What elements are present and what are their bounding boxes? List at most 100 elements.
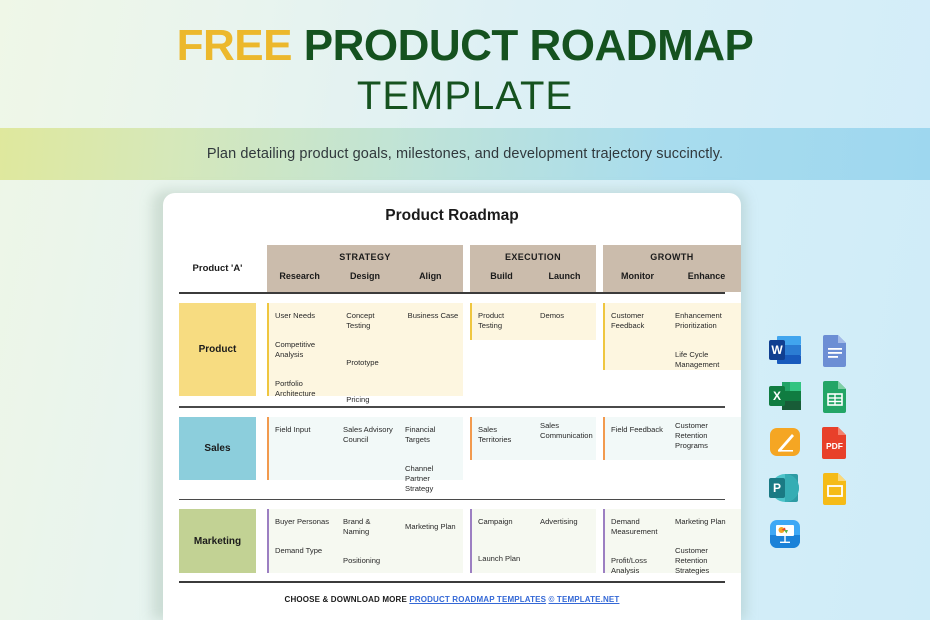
cell-item: Product Testing [478,311,505,331]
column-header: Build [490,271,513,281]
title-template-word: TEMPLATE [356,74,574,118]
cell-item: Campaign [478,517,513,527]
table-cell: Sales Territories [472,417,534,460]
apple-pages-icon[interactable] [768,425,802,459]
cell-item: Sales Advisory Council [343,424,393,444]
google-slides-icon[interactable] [818,471,852,505]
table-cell: Marketing Plan [399,509,461,573]
row-divider [179,406,725,408]
header-section-execution: EXECUTION Build Launch [470,245,596,292]
table-cell: Buyer Personas Demand Type [269,509,337,573]
cell-item: Portfolio Architecture [275,379,316,399]
table-cell: Product Testing [472,303,534,340]
cell-item: Customer Retention Programs [675,420,708,450]
table-cell: Financial Targets Channel Partner Strate… [399,417,461,493]
cell-item: Sales Communication [540,420,593,440]
table-row-sales: Sales Field Input Sales Advisory Council… [179,416,741,499]
section-name: GROWTH [650,252,694,262]
header-section-strategy: STRATEGY Research Design Align [267,245,463,292]
cell-item: Competitive Analysis [275,340,316,360]
cell-item: Financial Targets [405,424,436,444]
table-cell: Campaign Launch Plan [472,509,534,573]
section-name: EXECUTION [504,252,562,262]
header-row-label: Product 'A' [192,263,243,274]
title-main-words: PRODUCT ROADMAP [292,21,754,70]
cell-item: User Needs [275,311,316,320]
cell-block-product-growth: Customer Feedback Enhancement Prioritiza… [603,303,741,370]
document-title: Product Roadmap [385,207,519,224]
cell-item: Demos [540,311,565,320]
cell-item: Business Case [407,311,459,320]
roadmap-table: Product 'A' STRATEGY Research Design Ali… [179,245,741,584]
subtitle-bar: Plan detailing product goals, milestones… [0,128,930,180]
section-name: STRATEGY [339,252,391,262]
cell-block-sales-growth: Field Feedback Customer Retention Progra… [603,416,741,460]
table-cell: Enhancement Prioritization Life Cycle Ma… [669,303,741,370]
table-row-marketing: Marketing Buyer Personas Demand Type Bra… [179,509,741,581]
cell-item: Pricing [346,395,370,405]
cell-block-sales-execution: Sales Territories Sales Communication [470,416,596,460]
google-docs-icon[interactable] [818,333,852,367]
table-cell: Concept Testing Prototype Pricing [340,303,401,404]
cell-item: Marketing Plan [405,522,456,532]
svg-text:P: P [773,481,781,495]
subtitle-text: Plan detailing product goals, milestones… [206,146,724,162]
table-cell: Customer Feedback [605,303,669,370]
cell-item: Marketing Plan [675,517,726,527]
column-header: Launch [548,271,581,281]
cell-item: Enhancement Prioritization [675,311,722,331]
cell-item: Field Input [275,424,311,434]
header-banner: FREE PRODUCT ROADMAP TEMPLATE [0,0,930,128]
cell-item: Launch Plan [478,554,521,564]
column-header: Design [349,271,380,281]
table-header-row: Product 'A' STRATEGY Research Design Ali… [179,245,741,292]
table-cell: Customer Retention Programs [669,417,737,460]
cell-block-product-strategy: User Needs Competitive Analysis Portfoli… [267,303,463,404]
table-cell: Sales Advisory Council [337,417,399,480]
cell-item: Buyer Personas [275,517,330,527]
app-format-icons: W X [768,333,854,551]
title-free-word: FREE [176,21,293,70]
svg-text:W: W [771,343,783,357]
microsoft-powerpoint-icon[interactable]: P [768,471,802,505]
cell-item: Customer Retention Strategies [675,546,710,576]
apple-keynote-icon[interactable] [768,517,802,551]
cell-item: Brand & Naming [343,517,371,537]
cell-item: Prototype [346,358,379,368]
cell-item: Field Feedback [611,424,663,434]
table-cell: Field Input [269,417,337,480]
table-cell: Demand Measurement Profit/Loss Analysis [605,509,669,576]
template-net-link[interactable]: © TEMPLATE.NET [548,595,620,604]
cell-item: Customer Feedback [611,311,645,331]
document-card: Product Roadmap Product 'A' STRATEGY Res… [163,193,741,620]
svg-text:X: X [773,389,781,403]
row-label-sales: Sales [179,416,256,480]
row-divider [179,498,725,501]
footer-prefix: CHOOSE & DOWNLOAD MORE [284,595,410,604]
header-divider [179,292,725,294]
column-header: Enhance [687,271,726,281]
table-cell: Business Case [402,303,463,396]
product-roadmap-templates-link[interactable]: PRODUCT ROADMAP TEMPLATES [409,595,547,604]
header-section-growth: GROWTH Monitor Enhance [603,245,741,292]
table-cell: Marketing Plan Customer Retention Strate… [669,509,737,576]
cell-item: Life Cycle Management [675,350,720,370]
cell-item: Positioning [343,556,381,566]
table-cell: Brand & Naming Positioning [337,509,399,573]
google-sheets-icon[interactable] [818,379,852,413]
microsoft-word-icon[interactable]: W [768,333,802,367]
table-row-product: Product User Needs Competitive Analysis … [179,303,741,406]
cell-item: Profit/Loss Analysis [611,556,647,576]
cell-block-sales-strategy: Field Input Sales Advisory Council Finan… [267,416,463,493]
table-cell: User Needs Competitive Analysis Portfoli… [269,303,340,399]
microsoft-excel-icon[interactable]: X [768,379,802,413]
cell-item: Concept Testing [346,311,375,331]
table-cell: Demos [534,303,594,340]
pdf-icon[interactable]: PDF [818,425,852,459]
svg-text:PDF: PDF [826,441,843,451]
cell-block-marketing-growth: Demand Measurement Profit/Loss Analysis … [603,509,741,576]
footer-divider [179,581,725,584]
table-cell: Field Feedback [605,417,669,460]
cell-block-marketing-strategy: Buyer Personas Demand Type Brand & Namin… [267,509,463,574]
